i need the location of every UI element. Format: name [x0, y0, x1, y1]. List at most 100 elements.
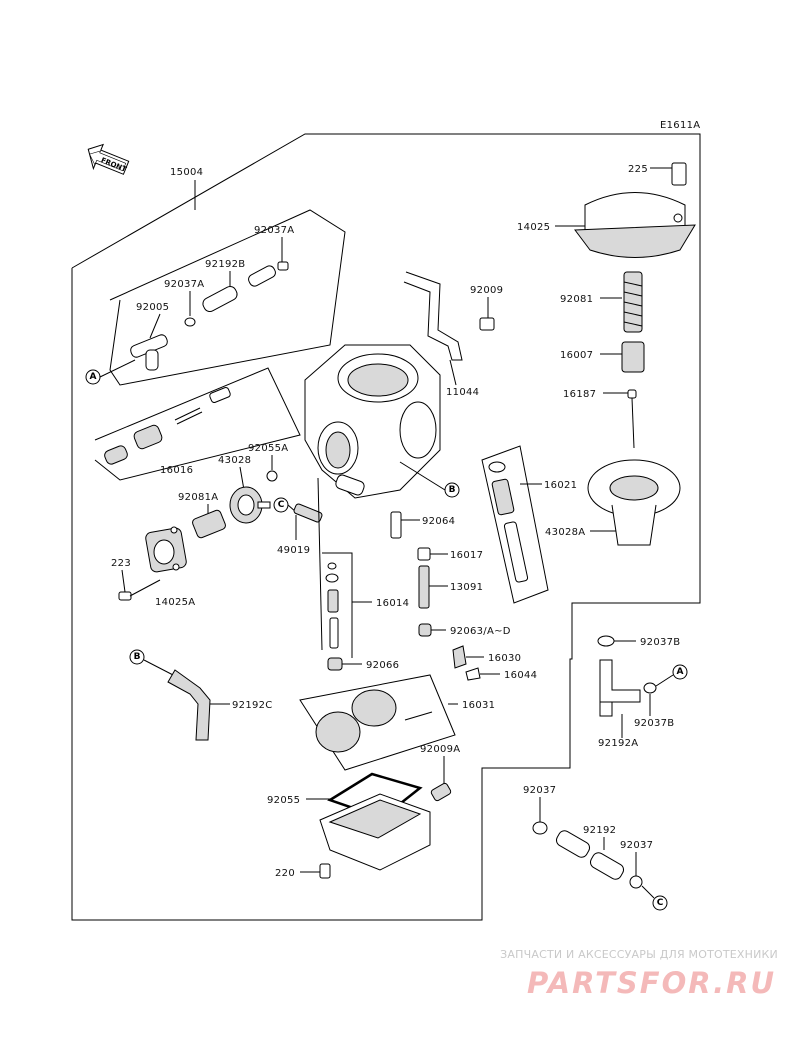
- callout-c-right: [652, 895, 668, 911]
- clip-92037-right: [629, 875, 643, 889]
- label-92192: 92192: [583, 825, 616, 836]
- callout-a-left-text: A: [90, 372, 97, 382]
- callout-a-left: [85, 369, 101, 385]
- clip-92037-left: [532, 821, 548, 835]
- guide-line-left: [317, 477, 323, 651]
- leader-callout-a-right: [655, 674, 674, 687]
- label-92192C: 92192C: [232, 700, 273, 711]
- jet-16017: [417, 547, 431, 561]
- hose-92192C: [167, 669, 211, 741]
- screw-92009: [479, 317, 495, 331]
- plug-92066: [327, 657, 343, 671]
- watermark-logo: PARTSFOR.RU: [527, 966, 776, 1000]
- label-43028A: 43028A: [545, 527, 585, 538]
- pilot-screw-set-16016: [104, 387, 231, 465]
- label-92066: 92066: [366, 660, 399, 671]
- seat-16007: [621, 341, 645, 373]
- label-16017: 16017: [450, 550, 483, 561]
- diaphragm-43028: [229, 486, 271, 524]
- jet-92063: [418, 623, 432, 637]
- spring-92081A: [192, 509, 226, 539]
- float-16031: [315, 689, 433, 753]
- leader-callout-b-hose: [143, 659, 176, 677]
- carburetor-body: [304, 344, 441, 499]
- needle-16187: [627, 389, 637, 449]
- label-16014: 16014: [376, 598, 409, 609]
- label-16187: 16187: [563, 389, 596, 400]
- cover-14025A: [145, 526, 187, 573]
- screw-92064: [390, 511, 402, 539]
- hose-92192-a: [555, 830, 591, 858]
- leader-callout-a-left: [99, 359, 136, 378]
- label-92005: 92005: [136, 302, 169, 313]
- label-220: 220: [275, 868, 295, 879]
- label-49019: 49019: [277, 545, 310, 556]
- leader-callout-c-right: [641, 885, 655, 899]
- clip-16044: [465, 667, 481, 681]
- label-92064: 92064: [422, 516, 455, 527]
- screw-220: [319, 863, 331, 879]
- label-92037A-top: 92037A: [254, 225, 294, 236]
- label-14025A: 14025A: [155, 597, 195, 608]
- clip-92037B-top: [597, 635, 615, 647]
- leader-223: [121, 569, 126, 593]
- screw-92009A: [430, 782, 452, 802]
- label-92037A-mid: 92037A: [164, 279, 204, 290]
- hose-92192B: [202, 265, 276, 313]
- label-92063: 92063/A~D: [450, 626, 511, 637]
- valve-16030: [452, 645, 467, 669]
- label-92055: 92055: [267, 795, 300, 806]
- label-16030: 16030: [488, 653, 521, 664]
- label-223: 223: [111, 558, 131, 569]
- hose-92192-b: [589, 852, 625, 880]
- jet-set-16014: [325, 562, 339, 649]
- screw-223: [118, 591, 132, 601]
- callout-c-body-text: C: [278, 500, 285, 510]
- top-cover-14025: [574, 192, 696, 258]
- label-16007: 16007: [560, 350, 593, 361]
- watermark-caption: ЗАПЧАСТИ И АКСЕССУАРЫ ДЛЯ МОТОТЕХНИКИ: [500, 948, 778, 961]
- label-14025: 14025: [517, 222, 550, 233]
- fitting-92005: [130, 334, 168, 371]
- front-arrow-icon: FRONT: [87, 143, 130, 175]
- label-16031: 16031: [462, 700, 495, 711]
- label-92037B-top: 92037B: [640, 637, 680, 648]
- callout-c-right-text: C: [657, 898, 664, 908]
- pipe-group-box: [109, 209, 346, 386]
- screw-225: [671, 162, 687, 186]
- callout-b-hose: [129, 649, 145, 665]
- label-92081A: 92081A: [178, 492, 218, 503]
- label-43028: 43028: [218, 455, 251, 466]
- label-92037-right: 92037: [620, 840, 653, 851]
- label-92192A: 92192A: [598, 738, 638, 749]
- callout-b-body: [444, 482, 460, 498]
- label-16021: 16021: [544, 480, 577, 491]
- callout-a-right-text: A: [677, 667, 684, 677]
- leader-92005: [149, 313, 161, 339]
- label-16016: 16016: [160, 465, 193, 476]
- oring-92055A: [266, 470, 278, 482]
- clip-92037A-top: [277, 261, 289, 271]
- clip-92037B-bottom: [643, 682, 657, 694]
- diagram-code: E1611A: [660, 120, 700, 131]
- float-bowl: [319, 793, 431, 871]
- leader-callout-b-body: [399, 461, 446, 491]
- callout-b-hose-text: B: [134, 652, 141, 662]
- callout-b-body-text: B: [449, 485, 456, 495]
- label-92037-left: 92037: [523, 785, 556, 796]
- needle-jet-box: [481, 445, 549, 604]
- label-92009A: 92009A: [420, 744, 460, 755]
- box-16014: [322, 552, 353, 658]
- label-92192B: 92192B: [205, 259, 245, 270]
- clip-92037A-mid: [184, 317, 196, 327]
- spring-92081: [623, 271, 643, 333]
- label-92055A: 92055A: [248, 443, 288, 454]
- label-11044: 11044: [446, 387, 479, 398]
- leader-223b: [129, 579, 161, 597]
- label-16044: 16044: [504, 670, 537, 681]
- bracket-11044: [403, 271, 463, 361]
- label-13091: 13091: [450, 582, 483, 593]
- hose-92192A: [599, 659, 641, 703]
- label-92081: 92081: [560, 294, 593, 305]
